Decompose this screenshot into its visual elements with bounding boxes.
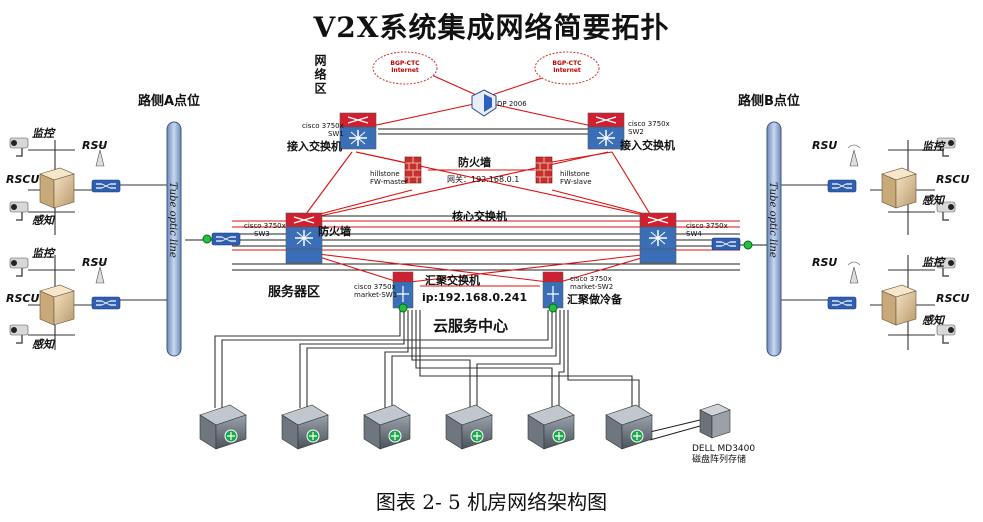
firewall-slave-icon bbox=[535, 156, 553, 184]
camera-icon bbox=[9, 257, 29, 277]
switch-sw3-icon bbox=[211, 232, 241, 246]
rscu-label: RSCU bbox=[936, 173, 970, 186]
server-icon bbox=[281, 404, 329, 450]
aggregation-ip: ip:192.168.0.241 bbox=[422, 291, 528, 304]
roadside-a-title: 路侧A点位 bbox=[138, 94, 201, 109]
monitor-label: 监控 bbox=[32, 127, 54, 140]
rsu-label: RSU bbox=[82, 256, 108, 269]
link-dot-sw3 bbox=[202, 234, 212, 244]
rscu-label: RSCU bbox=[6, 292, 40, 305]
core-switch-sw3-icon bbox=[285, 212, 323, 264]
rscu-label: RSCU bbox=[936, 292, 970, 305]
server-icon bbox=[363, 404, 411, 450]
monitor-label: 监控 bbox=[922, 140, 944, 153]
camera-icon bbox=[9, 201, 29, 221]
sensor-label: 感知 bbox=[32, 338, 54, 351]
storage-array-icon bbox=[699, 403, 731, 439]
aggregation-switch-sw2-icon bbox=[542, 271, 564, 313]
aggregation-title: 汇聚交换机 bbox=[425, 274, 480, 287]
server-icon bbox=[605, 404, 653, 450]
rscu-icon bbox=[39, 167, 75, 209]
switch-icon bbox=[827, 296, 857, 310]
server-icon bbox=[527, 404, 575, 450]
fiber-bar-b bbox=[766, 121, 782, 357]
sensor-label: 感知 bbox=[922, 194, 944, 207]
roadside-b-title: 路侧B点位 bbox=[738, 94, 800, 109]
rscu-icon bbox=[881, 284, 917, 326]
aggregation-switch-sw1-icon bbox=[392, 271, 414, 313]
antenna-icon bbox=[847, 261, 861, 284]
link-dot-sw4 bbox=[743, 240, 753, 250]
dp-label: DP 2006 bbox=[497, 100, 527, 108]
core-switch-sw4-icon bbox=[639, 212, 677, 264]
monitor-label: 监控 bbox=[32, 247, 54, 260]
access-switch-sw1-icon bbox=[339, 112, 377, 150]
rscu-label: RSCU bbox=[6, 173, 40, 186]
rsu-label: RSU bbox=[812, 256, 838, 269]
sensor-label: 感知 bbox=[922, 314, 944, 327]
switch-icon bbox=[91, 179, 121, 193]
network-links bbox=[28, 71, 935, 441]
core-firewall-overlay: 防火墙 bbox=[318, 225, 351, 238]
firewall-gateway: 网关：192.168.0.1 bbox=[447, 175, 520, 184]
fiber-bar-a bbox=[166, 121, 182, 357]
firewall-title: 防火墙 bbox=[458, 156, 491, 169]
rsu-label: RSU bbox=[812, 139, 838, 152]
internet-cloud-right bbox=[534, 51, 600, 85]
network-zone-label: 网络区 bbox=[313, 54, 327, 96]
switch-icon bbox=[91, 296, 121, 310]
dp-device-icon bbox=[471, 89, 497, 117]
server-zone-label: 服务器区 bbox=[268, 285, 321, 300]
access-switch-sw2-icon bbox=[587, 112, 625, 150]
core-switch-title: 核心交换机 bbox=[452, 210, 507, 223]
access-sw1-role: 接入交换机 bbox=[287, 140, 342, 153]
camera-icon bbox=[9, 137, 29, 157]
rsu-label: RSU bbox=[82, 139, 108, 152]
switch-sw4-icon bbox=[711, 237, 741, 251]
switch-icon bbox=[827, 179, 857, 193]
access-sw2-role: 接入交换机 bbox=[620, 139, 675, 152]
figure-caption: 图表 2- 5 机房网络架构图 bbox=[375, 490, 608, 514]
fiber-b-label: Tube optic line bbox=[767, 182, 778, 258]
rscu-icon bbox=[881, 167, 917, 209]
diagram-title: V2X系统集成网络简要拓扑 bbox=[313, 11, 670, 44]
cloud-center-label: 云服务中心 bbox=[433, 317, 509, 335]
camera-icon bbox=[9, 324, 29, 344]
sensor-label: 感知 bbox=[32, 214, 54, 227]
internet-cloud-left bbox=[372, 51, 438, 85]
monitor-label: 监控 bbox=[922, 256, 944, 269]
fiber-a-label: Tube optic line bbox=[167, 182, 178, 258]
rscu-icon bbox=[39, 284, 75, 326]
server-icon bbox=[199, 404, 247, 450]
antenna-icon bbox=[847, 144, 861, 167]
server-icon bbox=[445, 404, 493, 450]
aggregation-standby: 汇聚做冷备 bbox=[567, 293, 622, 306]
